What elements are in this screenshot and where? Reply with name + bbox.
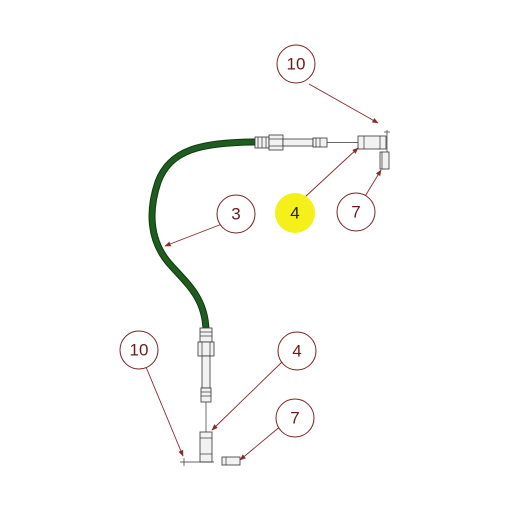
callout-10-bottom[interactable]: 10	[119, 330, 159, 370]
callout-balloon	[336, 192, 376, 232]
bottom-rod-end-clevis	[199, 431, 213, 463]
top-rod-end-clevis	[357, 135, 387, 150]
leader-10-bottom	[145, 366, 184, 457]
callout-7-bottom[interactable]: 7	[275, 398, 315, 438]
callout-balloon	[275, 193, 315, 233]
leader-3	[164, 223, 223, 247]
callout-balloon	[119, 330, 159, 370]
bottom-ferrule	[199, 327, 213, 343]
leader-10-top	[308, 83, 379, 124]
top-hex-nut	[268, 134, 284, 151]
leader-lines	[145, 83, 382, 461]
cable-jacket-outline	[148, 138, 262, 334]
callout-3[interactable]: 3	[216, 194, 256, 234]
top-spring-clip	[379, 151, 390, 170]
callout-balloon	[275, 398, 315, 438]
callout-label: 10	[287, 55, 306, 74]
callout-label: 7	[290, 409, 299, 428]
leader-4-top	[304, 147, 359, 198]
bottom-rod-seal	[200, 387, 212, 403]
top-end-fitting	[254, 130, 390, 170]
leader-7-top	[363, 169, 382, 199]
leader-4-bottom	[211, 361, 283, 431]
cable-jacket	[149, 139, 261, 333]
callout-10-top[interactable]: 10	[276, 44, 316, 84]
callout-label: 4	[292, 342, 301, 361]
callout-balloon	[277, 331, 317, 371]
top-conduit-hub	[282, 138, 314, 147]
bottom-conduit-hub	[201, 355, 211, 389]
bottom-end-fitting	[180, 327, 241, 466]
bottom-spring-clip	[221, 456, 241, 466]
callout-7-top[interactable]: 7	[336, 192, 376, 232]
callout-balloon	[276, 44, 316, 84]
callout-label: 3	[231, 205, 240, 224]
callout-label: 7	[351, 203, 360, 222]
callout-4-highlighted[interactable]: 4	[275, 193, 315, 233]
callouts: 10 4 7 3 10 4 7	[119, 44, 376, 438]
callout-balloon	[216, 194, 256, 234]
callout-label: 4	[290, 204, 299, 223]
cable-assembly	[148, 138, 262, 334]
callout-4-bottom[interactable]: 4	[277, 331, 317, 371]
callout-label: 10	[130, 341, 149, 360]
bottom-hex-nut	[197, 341, 215, 357]
leader-7-bottom	[239, 424, 283, 461]
